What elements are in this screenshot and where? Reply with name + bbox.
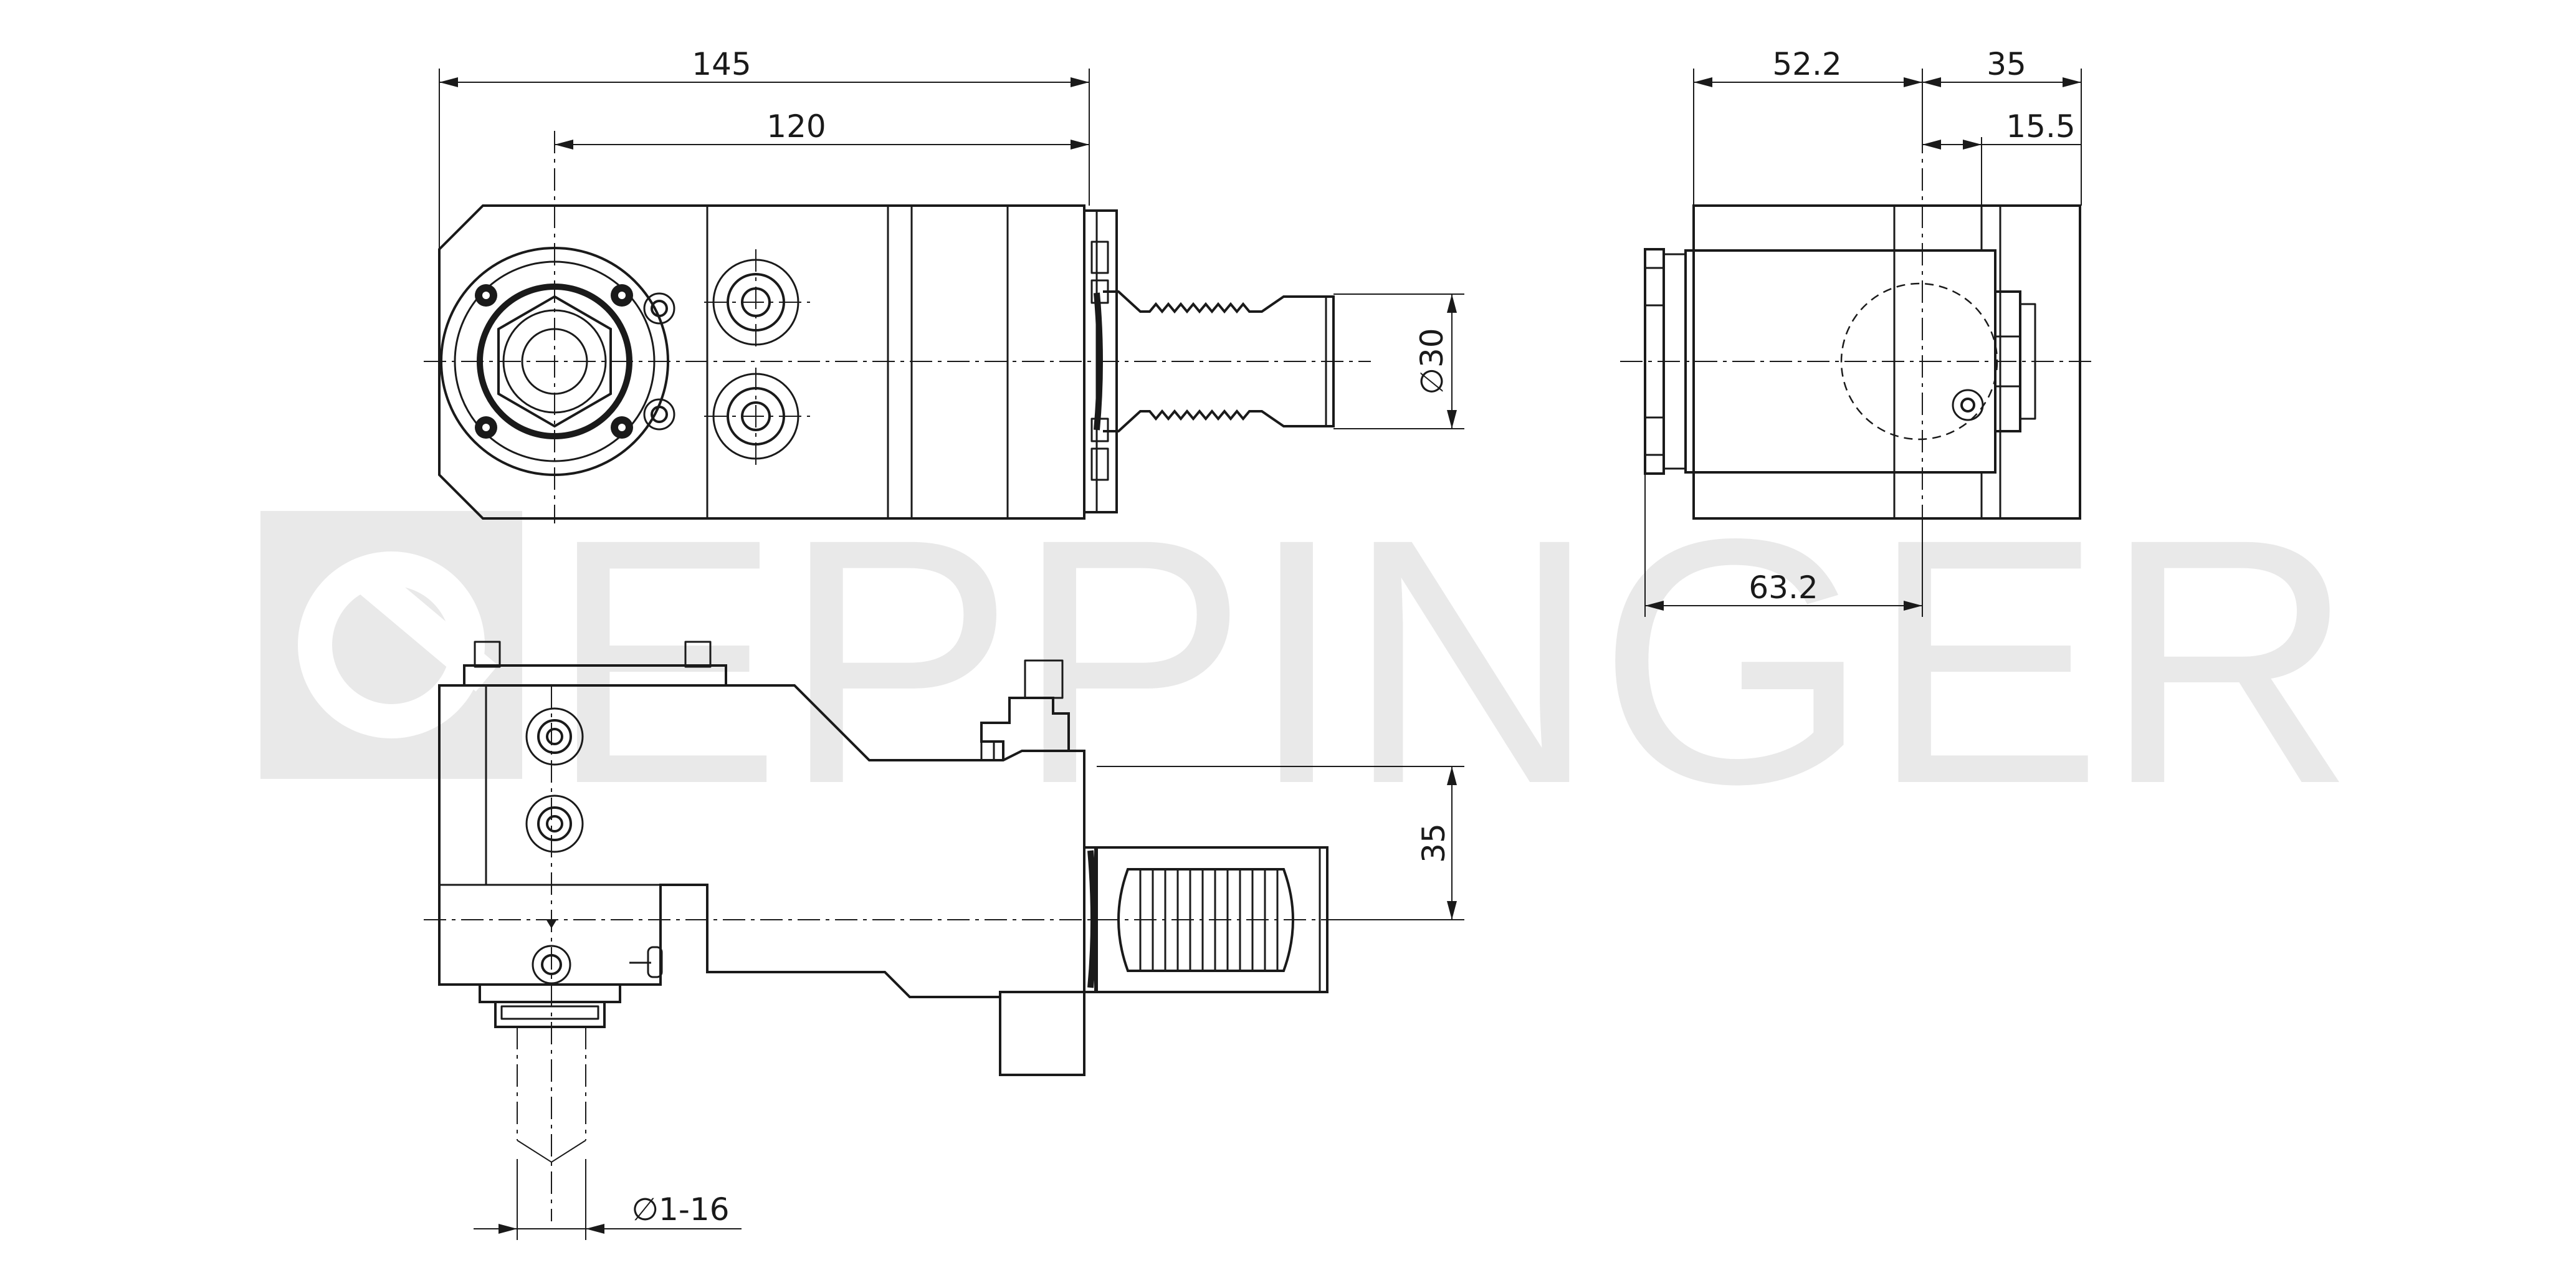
top-view [424, 131, 1371, 523]
dim-15-5: 15.5 [2006, 108, 2075, 145]
front-view [424, 641, 1371, 1221]
watermark: EPPINGER [260, 466, 2355, 856]
top-view-dimensions: 145 120 ∅30 [439, 46, 1464, 429]
side-view-dimensions: 52.2 35 15.5 63.2 [1644, 46, 2082, 617]
dim-35-front: 35 [1416, 823, 1452, 863]
dim-d1-16: ∅1-16 [631, 1191, 729, 1228]
dim-52-2: 52.2 [1772, 46, 1841, 82]
dim-145: 145 [692, 46, 751, 82]
dim-d30: ∅30 [1414, 328, 1450, 394]
dim-120: 120 [766, 108, 826, 145]
watermark-logo-icon [260, 511, 522, 779]
front-view-dimensions: 35 ∅1-16 [474, 766, 1464, 1240]
side-view [1620, 131, 2094, 573]
dim-35-side: 35 [1987, 46, 2026, 82]
dim-63-2: 63.2 [1748, 570, 1818, 606]
